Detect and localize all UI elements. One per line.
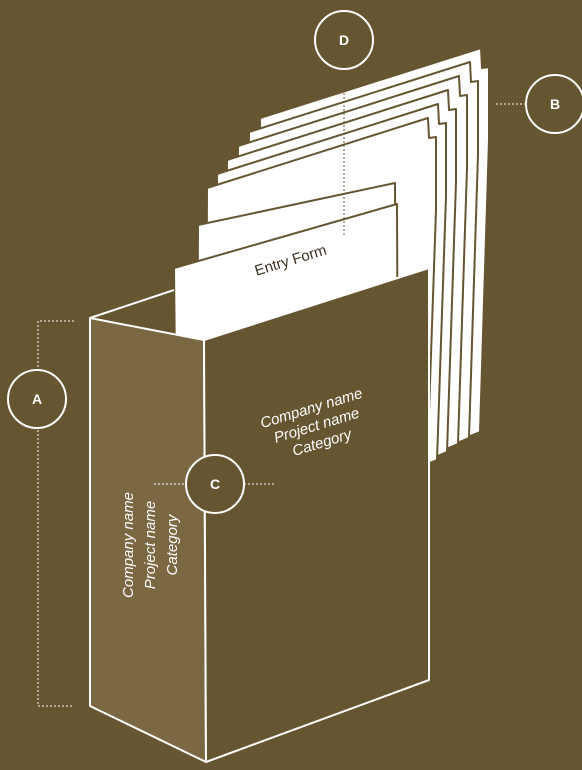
- callout-c-circle: [185, 454, 245, 514]
- callout-d-circle: [314, 10, 374, 70]
- callout-a: A: [7, 320, 74, 707]
- callout-b-circle: [525, 74, 582, 134]
- side-label: Company name Project name Category: [120, 492, 181, 598]
- file-box: [89, 267, 430, 763]
- side-label-company: Company name: [120, 492, 137, 598]
- callout-d: D: [314, 10, 374, 236]
- callout-b-label: B: [550, 96, 560, 112]
- callout-a-bracket-bottom: [37, 430, 74, 707]
- callout-c: C: [154, 454, 276, 514]
- callout-a-circle: [7, 369, 67, 429]
- callout-a-label: A: [32, 391, 42, 407]
- box-front-panel: [203, 267, 430, 763]
- side-label-category: Category: [164, 513, 181, 575]
- callout-c-label: C: [210, 476, 220, 492]
- callout-d-label: D: [339, 32, 349, 48]
- callout-b: B: [496, 74, 582, 134]
- box-top-flap: [89, 289, 175, 319]
- side-label-project: Project name: [142, 501, 159, 589]
- callout-a-bracket-top: [37, 320, 74, 368]
